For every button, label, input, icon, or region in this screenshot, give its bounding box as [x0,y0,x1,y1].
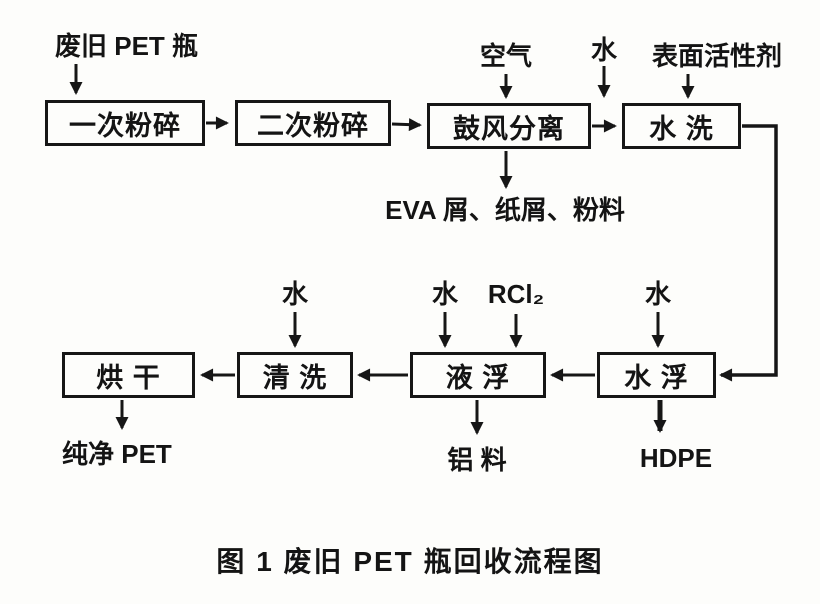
air-label: 空气 [479,41,533,71]
water-float-in-label: 水 [644,279,672,309]
eva-output-label: EVA 屑、纸屑、粉料 [385,195,625,225]
surfactant-label: 表面活性剂 [652,41,783,71]
aluminum-label: 铝 料 [447,445,507,475]
process-box-liquid-flotation: 液 浮 [410,352,546,398]
pure-pet-label: 纯净 PET [62,439,172,469]
rcl2-label: RCl₂ [487,279,545,309]
process-box-drying: 烘 干 [62,352,195,398]
process-box-cleaning: 清 洗 [237,352,353,398]
water-liquid-label: 水 [431,279,459,309]
process-box-water-flotation: 水 浮 [597,352,716,398]
connector-wash-to-waterfloat [719,124,778,382]
process-box-primary-crush: 一次粉碎 [45,100,205,146]
water-top-label: 水 [590,35,618,65]
process-box-blower-separation: 鼓风分离 [427,103,591,149]
water-clean-label: 水 [281,279,309,309]
figure-caption: 图 1 废旧 PET 瓶回收流程图 [216,546,604,577]
waste-pet-label: 废旧 PET 瓶 [55,31,199,61]
process-box-secondary-crush: 二次粉碎 [235,100,391,146]
arrow-crush2-to-blower [391,118,422,132]
process-box-water-wash: 水 洗 [622,103,741,149]
hdpe-label: HDPE [639,443,713,473]
